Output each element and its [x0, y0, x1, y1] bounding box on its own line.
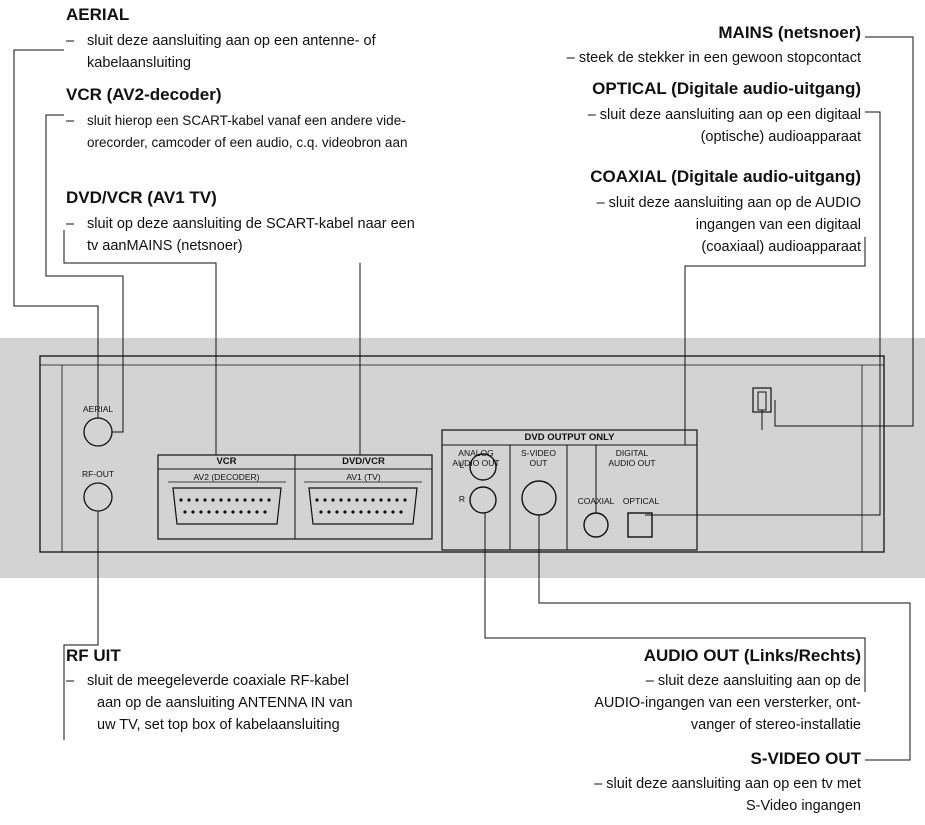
rfuit-dash: –	[66, 673, 75, 689]
audioout-description: – sluit deze aansluiting aan op de AUDIO…	[441, 670, 861, 736]
audioout-heading: AUDIO OUT (Links/Rechts)	[643, 646, 861, 665]
dvd-output-block	[441, 429, 698, 551]
dvdvcr-heading: DVD/VCR (AV1 TV)	[66, 188, 217, 207]
audioout-line-1: – sluit deze aansluiting aan op de	[645, 673, 861, 689]
panel-label-svideo-out: OUT	[529, 458, 548, 468]
panel-label-av1: AV1 (TV)	[346, 472, 381, 482]
vcr-dash: –	[66, 113, 75, 129]
coaxial-heading: COAXIAL (Digitale audio-uitgang)	[590, 167, 861, 186]
vcr-line-2: orecorder, camcoder of een audio, c.q. v…	[87, 135, 408, 150]
panel-label-coaxial: COAXIAL	[577, 496, 615, 506]
svideoout-callout-line	[538, 515, 911, 761]
device-outline	[39, 355, 885, 553]
audio-right-socket	[469, 486, 497, 514]
rfuit-callout-line	[63, 511, 99, 740]
coaxial-line-3: (coaxiaal) audioapparaat	[701, 239, 861, 255]
dvdvcr-scart-connector	[308, 487, 418, 525]
dvdvcr-scart-pins	[315, 498, 407, 514]
optical-socket	[627, 512, 653, 538]
optical-line-1: – sluit deze aansluiting aan op een digi…	[587, 107, 861, 123]
panel-label-digital: DIGITAL	[615, 448, 649, 458]
panel-label-av2: AV2 (DECODER)	[193, 472, 260, 482]
optical-description: – sluit deze aansluiting aan op een digi…	[441, 104, 861, 148]
svideoout-line-2: S-Video ingangen	[745, 798, 861, 814]
mains-line-1: – steek de stekker in een gewoon stopcon…	[566, 50, 861, 66]
audioout-line-2: AUDIO-ingangen van een versterker, ont-	[594, 695, 861, 711]
coaxial-line-2: ingangen van een digitaal	[695, 217, 861, 233]
rfuit-heading: RF UIT	[66, 646, 121, 665]
vcr-scart-connector	[172, 487, 282, 525]
dvdvcr-description: sluit op deze aansluiting de SCART-kabel…	[87, 213, 517, 257]
panel-label-optical: OPTICAL	[622, 496, 660, 506]
panel-label-analog-audio-out: AUDIO OUT	[452, 458, 500, 468]
panel-label-vcr: VCR	[216, 456, 237, 467]
optical-heading: OPTICAL (Digitale audio-uitgang)	[592, 79, 861, 98]
dvdvcr-dash: –	[66, 216, 75, 232]
panel-label-dvdvcr: DVD/VCR	[342, 456, 385, 467]
aerial-description: sluit deze aansluiting aan op een antenn…	[87, 30, 517, 74]
panel-label-rf-out: RF-OUT	[81, 469, 115, 479]
vcr-heading: VCR (AV2-decoder)	[66, 85, 222, 104]
panel-label-left: L	[459, 460, 465, 470]
panel-label-aerial: AERIAL	[82, 404, 114, 414]
optical-callout-line	[645, 111, 881, 516]
aerial-line-2: kabelaansluiting	[87, 55, 191, 71]
panel-label-svideo: S-VIDEO	[521, 448, 556, 458]
svideoout-heading: S-VIDEO OUT	[750, 749, 861, 768]
dvdvcr-callout-line	[63, 230, 217, 455]
panel-label-right: R	[458, 494, 466, 504]
dvdvcr-line-1: sluit op deze aansluiting de SCART-kabel…	[87, 216, 415, 232]
panel-label-analog: ANALOG	[458, 448, 494, 458]
rfuit-description: sluit de meegeleverde coaxiale RF-kabel …	[87, 670, 447, 736]
rfuit-line-1: sluit de meegeleverde coaxiale RF-kabel	[87, 673, 349, 689]
panel-label-dvd-output-only: DVD OUTPUT ONLY	[524, 432, 615, 443]
aerial-line-1: sluit deze aansluiting aan op een antenn…	[87, 33, 376, 49]
coaxial-description: – sluit deze aansluiting aan op de AUDIO…	[441, 192, 861, 258]
optical-line-2: (optische) audioapparaat	[700, 129, 861, 145]
mains-heading: MAINS (netsnoer)	[718, 23, 861, 42]
vcr-line-1: sluit hierop een SCART-kabel vanaf een a…	[87, 113, 406, 128]
mains-callout-line	[774, 36, 914, 427]
dvdvcr-line-2: tv aanMAINS (netsnoer)	[87, 238, 243, 254]
panel-label-digital-audio-out: AUDIO OUT	[608, 458, 656, 468]
rfuit-line-2: aan op de aansluiting ANTENNA IN van	[97, 695, 353, 711]
svideoout-description: – sluit deze aansluiting aan op een tv m…	[441, 773, 861, 817]
vcr-description: sluit hierop een SCART-kabel vanaf een a…	[87, 110, 517, 154]
audioout-callout-line	[484, 513, 866, 692]
coaxial-line-1: – sluit deze aansluiting aan op de AUDIO	[596, 195, 861, 211]
coaxial-callout-line	[595, 237, 866, 513]
audio-left-socket	[469, 453, 497, 481]
aerial-dash: –	[66, 33, 75, 49]
aerial-heading: AERIAL	[66, 5, 130, 24]
audioout-line-3: vanger of stereo-installatie	[690, 717, 861, 733]
aerial-callout-line	[13, 49, 99, 418]
svideoout-line-1: – sluit deze aansluiting aan op een tv m…	[594, 776, 861, 792]
vcr-callout-line	[45, 114, 124, 433]
vcr-scart-pins	[179, 498, 271, 514]
rfuit-line-3: uw TV, set top box of kabelaansluiting	[97, 717, 340, 733]
